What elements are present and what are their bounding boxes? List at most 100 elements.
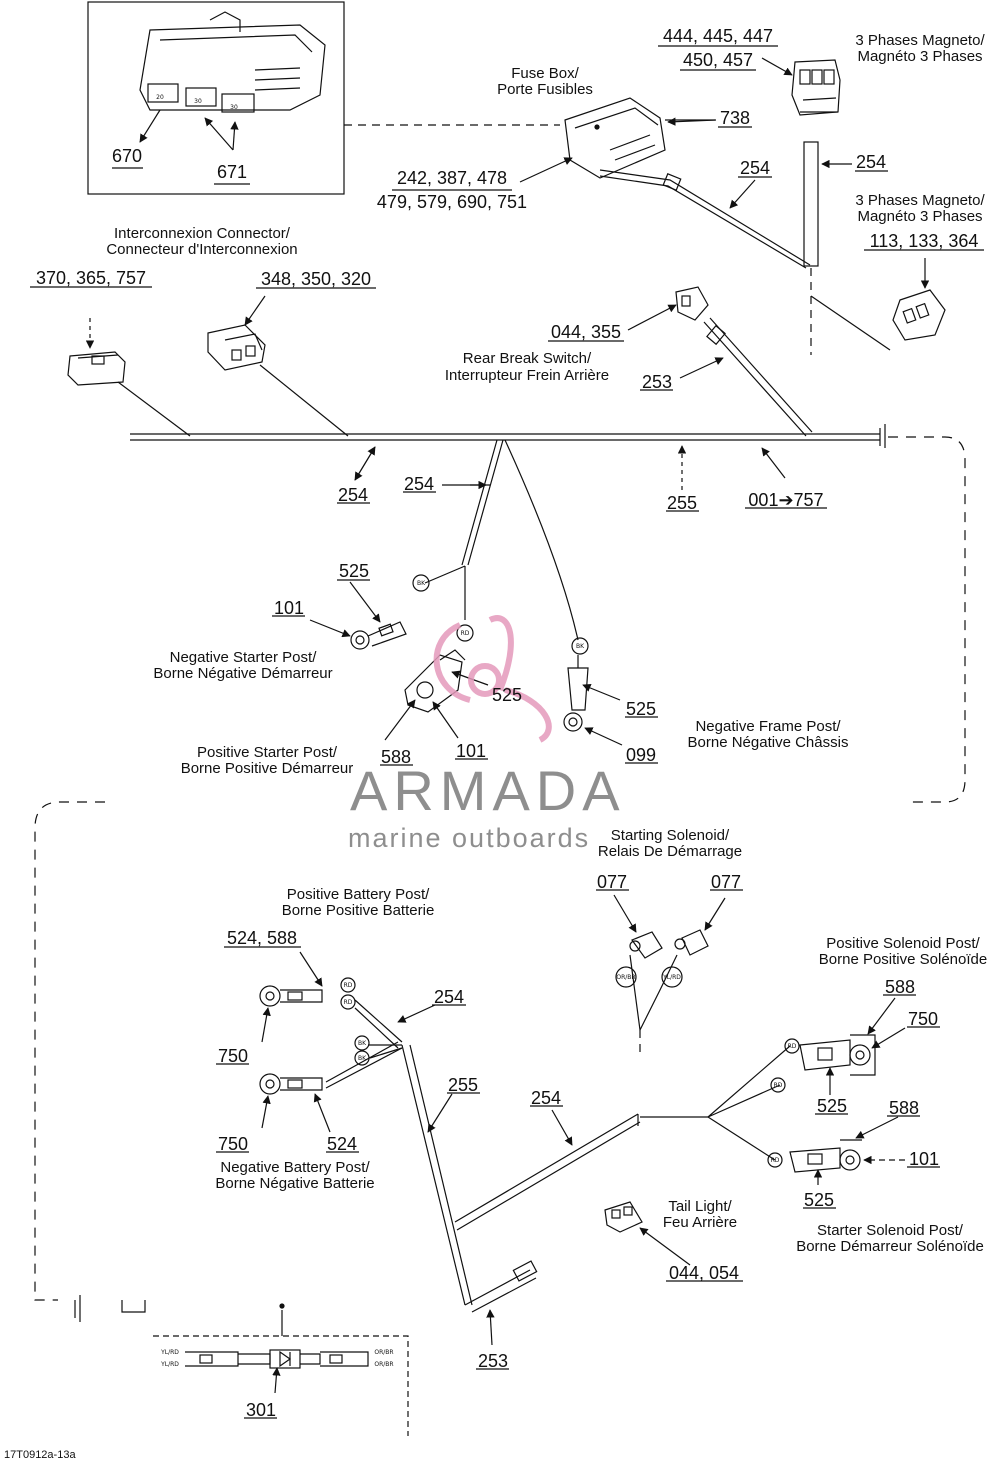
- wire-code: BK: [358, 1055, 367, 1062]
- part-number: 253: [478, 1351, 508, 1371]
- starting-solenoid-label-en: Starting Solenoid/: [611, 827, 730, 844]
- part-number: 738: [720, 108, 750, 128]
- fuse-pin-label: 30: [230, 104, 238, 111]
- wire-code: YL/RD: [662, 974, 681, 981]
- neg-starter-label-fr: Borne Négative Démarreur: [153, 665, 332, 682]
- pos-starter-label-fr: Borne Positive Démarreur: [181, 760, 354, 777]
- pos-battery-label-en: Positive Battery Post/: [287, 886, 430, 903]
- magneto-top-label-fr: Magnéto 3 Phases: [857, 48, 982, 65]
- interconnexion-connector-left-icon: [67, 351, 126, 386]
- part-number: 254: [740, 158, 770, 178]
- starter-solenoid-label-fr: Borne Démarreur Solénoïde: [796, 1238, 984, 1255]
- wire-code: YL/RD: [160, 1361, 179, 1368]
- propeller-logo-icon: [433, 615, 552, 743]
- negative-frame-post-terminal-icon: [563, 655, 589, 732]
- fuse-pin-label: 30: [194, 98, 202, 105]
- starter-solenoid-post-terminal-icon: [789, 1139, 862, 1173]
- pos-solenoid-label-fr: Borne Positive Solénoïde: [819, 951, 987, 968]
- wire-code: RD: [774, 1082, 783, 1089]
- starting-solenoid-connector-a-icon: [629, 931, 663, 959]
- neg-battery-label-en: Negative Battery Post/: [220, 1159, 370, 1176]
- magneto-top-connector-icon: [791, 59, 841, 116]
- wire-code: BK: [358, 1040, 367, 1047]
- part-number: 254: [531, 1088, 561, 1108]
- fuse-box-label-fr: Porte Fusibles: [497, 81, 593, 98]
- neg-starter-label-en: Negative Starter Post/: [170, 649, 318, 666]
- fuse-box-detail-icon: [139, 11, 326, 113]
- neg-battery-label-fr: Borne Négative Batterie: [215, 1175, 374, 1192]
- part-number: 479, 579, 690, 751: [377, 192, 527, 212]
- part-number: 444, 445, 447: [663, 26, 773, 46]
- part-number: 525: [817, 1096, 847, 1116]
- part-number: 113, 133, 364: [870, 231, 979, 251]
- neg-frame-label-en: Negative Frame Post/: [695, 718, 841, 735]
- diagram-id: 17T0912a-13a: [4, 1449, 76, 1461]
- part-number: 253: [642, 372, 672, 392]
- part-number: 077: [597, 872, 627, 892]
- part-number: 450, 457: [683, 50, 753, 70]
- interconnexion-connector-right-icon: [207, 324, 266, 371]
- part-number: 044, 054: [669, 1263, 739, 1283]
- part-number: 588: [889, 1098, 919, 1118]
- main-harness-wire: [130, 433, 880, 441]
- part-number: 242, 387, 478: [397, 168, 507, 188]
- tail-light-label-en: Tail Light/: [668, 1198, 732, 1215]
- lower-harness-trunk: [401, 1044, 473, 1306]
- wire-code: RD: [344, 999, 353, 1006]
- part-number: 077: [711, 872, 741, 892]
- part-number: 101: [909, 1149, 939, 1169]
- wire-code: BK: [417, 580, 426, 587]
- part-number: 255: [667, 493, 697, 513]
- part-number: 255: [448, 1075, 478, 1095]
- part-number: 254: [434, 987, 464, 1007]
- rear-brake-switch-icon: [675, 286, 709, 321]
- part-number: 750: [908, 1009, 938, 1029]
- rear-brake-label-en: Rear Break Switch/: [463, 350, 592, 367]
- wire-code: RD: [461, 630, 470, 637]
- part-number: 525: [626, 699, 656, 719]
- part-number: 301: [246, 1400, 276, 1420]
- part-number: 254: [338, 485, 368, 505]
- part-number: 044, 355: [551, 322, 621, 342]
- part-number: 101: [456, 741, 486, 761]
- wire-code: OR/BR: [616, 974, 635, 981]
- pos-starter-label-en: Positive Starter Post/: [197, 744, 338, 761]
- neg-frame-label-fr: Borne Négative Châssis: [688, 734, 849, 751]
- positive-battery-post-terminal-icon: [259, 985, 323, 1007]
- wire-code: RD: [344, 982, 353, 989]
- part-number: 525: [492, 685, 522, 705]
- part-number: 670: [112, 146, 142, 166]
- watermark-tagline: marine outboards: [348, 823, 590, 853]
- tail-light-label-fr: Feu Arrière: [663, 1214, 737, 1231]
- part-number: 525: [339, 561, 369, 581]
- magneto-mid-connector-icon: [892, 289, 946, 341]
- wire-code: OR/BR: [374, 1361, 393, 1368]
- part-number: 588: [381, 747, 411, 767]
- part-number: 525: [804, 1190, 834, 1210]
- interconnexion-label-en: Interconnexion Connector/: [114, 225, 291, 242]
- positive-solenoid-post-terminal-icon: [799, 1034, 876, 1076]
- pos-solenoid-label-en: Positive Solenoid Post/: [826, 935, 980, 952]
- part-number: 750: [218, 1134, 248, 1154]
- magneto-mid-label-en: 3 Phases Magneto/: [855, 192, 985, 209]
- pos-battery-label-fr: Borne Positive Batterie: [282, 902, 435, 919]
- fuse-box-label-en: Fuse Box/: [511, 65, 579, 82]
- part-number: 348, 350, 320: [261, 269, 371, 289]
- part-number: 588: [885, 977, 915, 997]
- part-number: 750: [218, 1046, 248, 1066]
- rear-brake-label-fr: Interrupteur Frein Arrière: [445, 367, 609, 384]
- starting-solenoid-connector-b-icon: [674, 929, 709, 956]
- part-number: 001➔757: [748, 490, 823, 510]
- fuse-box-inset-frame: [87, 1, 345, 195]
- part-number: 254: [856, 152, 886, 172]
- fuse-box-icon: [564, 97, 666, 179]
- wire-code: OR/BR: [374, 1349, 393, 1356]
- part-number: 370, 365, 757: [36, 268, 146, 288]
- wire-code: RD: [771, 1157, 780, 1164]
- starter-solenoid-label-en: Starter Solenoid Post/: [817, 1222, 964, 1239]
- wire-code: BK: [576, 643, 585, 650]
- magneto-top-label-en: 3 Phases Magneto/: [855, 32, 985, 49]
- starting-solenoid-label-fr: Relais De Démarrage: [598, 843, 742, 860]
- armada-watermark: ARMADA marine outboards: [348, 615, 620, 853]
